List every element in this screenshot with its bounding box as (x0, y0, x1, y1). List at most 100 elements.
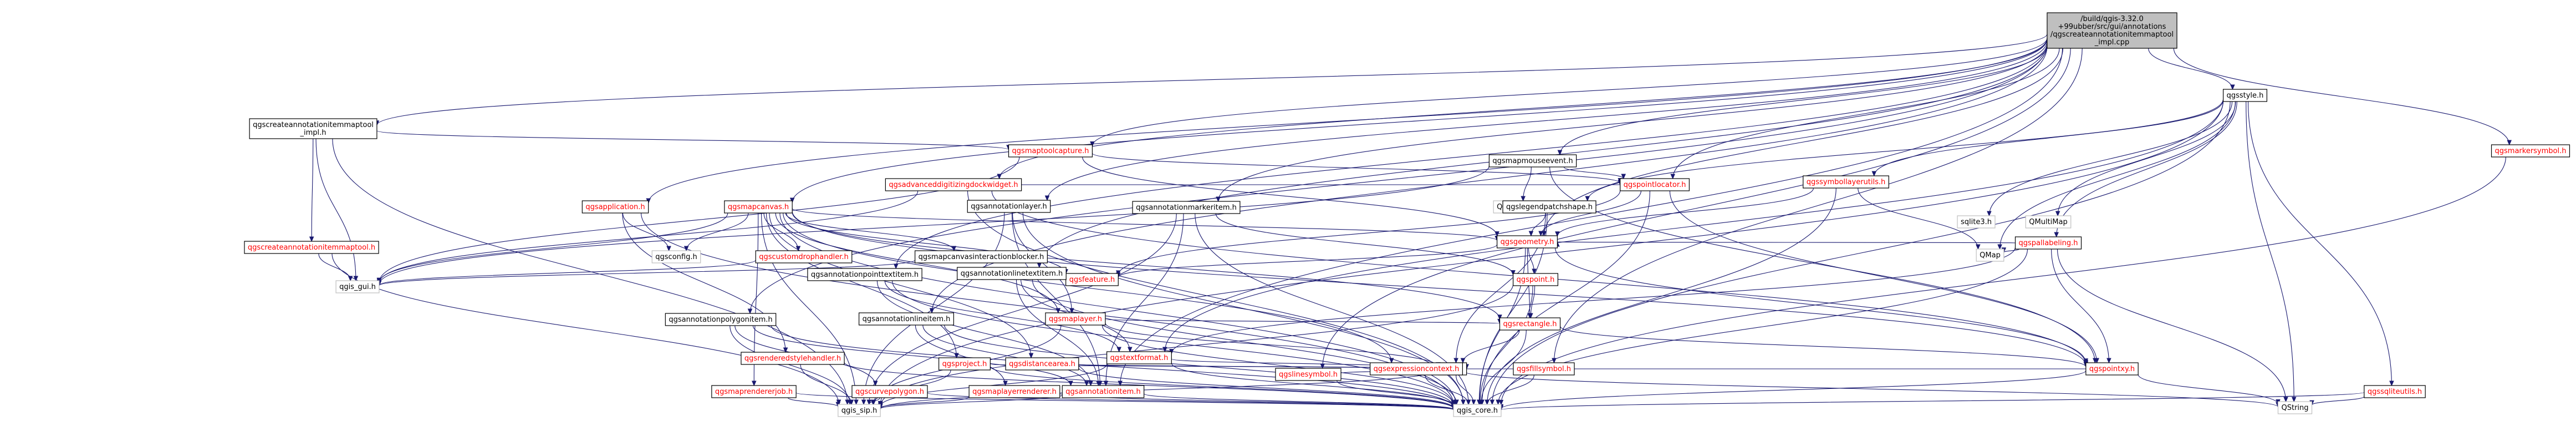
node-qmap: QMap (1976, 248, 2004, 262)
edge-linesymbol-to-qgis_core (1337, 380, 1456, 407)
edge-arrowhead (751, 381, 757, 387)
edge-line (1322, 48, 2071, 369)
node-exprctx[interactable]: qgsexpressioncontext.h (1370, 362, 1463, 376)
node-annomarker[interactable]: qgsannotationmarkeritem.h (1132, 201, 1241, 214)
node-feature[interactable]: qgsfeature.h (1065, 273, 1119, 286)
edge-mapcanvas-to-distancearea (769, 212, 1034, 359)
node-box (335, 280, 380, 293)
node-annoitem[interactable]: qgsannotationitem.h (1062, 385, 1145, 398)
edge-ctool-to-qgis_gui (318, 253, 353, 282)
node-maptoolcapture[interactable]: qgsmaptoolcapture.h (1008, 144, 1093, 158)
node-rendererstyle[interactable]: qgsrenderedstylehandler.h (741, 352, 845, 365)
edge-arrowhead (1460, 358, 1466, 364)
edge-arrowhead (1453, 358, 1458, 364)
edge-arrowhead (1128, 347, 1133, 353)
node-legendpatch[interactable]: qgslegendpatchshape.h (1502, 200, 1596, 214)
node-pointlocator[interactable]: qgspointlocator.h (1620, 178, 1690, 191)
node-linesymbol[interactable]: qgslinesymbol.h (1275, 368, 1341, 381)
edge-arrowhead (1538, 231, 1543, 237)
node-sqliteutils[interactable]: qgssqliteutils.h (2364, 385, 2426, 398)
node-customdrop[interactable]: qgscustomdrophandler.h (755, 250, 853, 263)
edge-point-to-qgis_core (1477, 285, 1533, 405)
edge-line (880, 363, 1108, 407)
node-label: qgsannotationitem.h (1065, 388, 1140, 396)
edge-mapcanvas-to-rectangle (792, 212, 1502, 320)
graph-edges (309, 34, 2512, 411)
node-application[interactable]: qgsapplication.h (581, 200, 649, 214)
node-geometry[interactable]: qgsgeometry.h (1497, 235, 1558, 248)
edge-mapmouseevent-to-pointlocator (1563, 166, 1626, 180)
node-pallabeling[interactable]: qgspallabeling.h (2014, 236, 2082, 250)
node-pointxy[interactable]: qgspointxy.h (2085, 362, 2139, 376)
node-annopolygon[interactable]: qgsannotationpolygonitem.h (665, 313, 777, 326)
node-fillsymbol[interactable]: qgsfillsymbol.h (1513, 362, 1575, 376)
edge-line (1082, 156, 1498, 236)
edge-style-to-pallabeling (2054, 101, 2237, 238)
node-label: qgsmapcanvasinteractionblocker.h (919, 253, 1044, 261)
node-annoline[interactable]: qgsannotationlineitem.h (858, 312, 955, 326)
graph-nodes: /build/qgis-3.32.0+99ubber/src/gui/annot… (244, 12, 2570, 417)
edge-line (876, 280, 1091, 386)
node-curvepolygon[interactable]: qgscurvepolygon.h (851, 385, 928, 398)
edge-line (1999, 101, 2236, 250)
edge-line (752, 325, 1072, 386)
node-label: qgsfeature.h (1069, 276, 1115, 284)
edge-mapcanvas-to-config (683, 212, 749, 252)
edge-pallabeling-to-textformat (1169, 247, 2016, 354)
node-maplayer[interactable]: qgsmaplayer.h (1045, 312, 1106, 326)
node-root[interactable]: /build/qgis-3.32.0+99ubber/src/gui/annot… (2047, 12, 2177, 49)
node-style[interactable]: qgsstyle.h (2222, 89, 2268, 102)
node-mcib[interactable]: qgsmapcanvasinteractionblocker.h (914, 250, 1048, 263)
edge-arrowhead (1490, 399, 1495, 405)
node-config: qgsconfig.h (651, 250, 701, 263)
edge-line (884, 280, 1120, 352)
node-textformat[interactable]: qgstextformat.h (1106, 351, 1172, 364)
node-symlayerutils[interactable]: qgssymbollayerutils.h (1803, 175, 1889, 189)
edge-line (1480, 285, 1533, 405)
edge-ctool_impl-to-ctool (309, 138, 314, 242)
node-annolayer[interactable]: qgsannotationlayer.h (967, 200, 1051, 213)
edge-legendpatch-to-geometry (1528, 212, 1546, 237)
node-box (838, 404, 881, 417)
node-ctool_impl[interactable]: qgscreateannotationitemmaptool_impl.h (249, 118, 378, 139)
edge-line (686, 212, 749, 251)
edge-line (1016, 279, 1099, 386)
edge-arrowhead (1494, 231, 1499, 237)
node-annopointtext[interactable]: qgsannotationpointtextitem.h (807, 268, 922, 281)
node-ctool[interactable]: qgscreateannotationitemmaptool.h (244, 241, 379, 254)
node-maplayerrenderer[interactable]: qgsmaplayerrenderer.h (968, 385, 1060, 398)
node-mapmouseevent[interactable]: qgsmapmouseevent.h (1488, 154, 1577, 168)
node-box (1513, 362, 1575, 376)
edge-line (800, 364, 852, 405)
edge-line (1672, 48, 2060, 179)
node-qgis_gui: qgis_gui.h (335, 280, 380, 293)
node-rectangle[interactable]: qgsrectangle.h (1499, 317, 1561, 331)
node-distancearea[interactable]: qgsdistancearea.h (1005, 357, 1079, 371)
edge-line (1559, 45, 2048, 155)
edge-line (379, 190, 919, 283)
edge-arrowhead (1003, 381, 1008, 387)
edge-arrowhead (1532, 268, 1537, 275)
edge-geometry-to-point (1528, 247, 1537, 275)
node-label: qgsapplication.h (585, 203, 645, 211)
edge-arrowhead (666, 246, 671, 252)
edge-root-to-fillsymbol (1552, 48, 2083, 364)
edge-arrowhead (1555, 231, 1560, 237)
node-box (1062, 385, 1145, 398)
edge-arrowhead (1670, 174, 1675, 180)
node-mapcanvas[interactable]: qgsmapcanvas.h (724, 200, 793, 214)
node-label: qgssqliteutils.h (2368, 388, 2422, 396)
edge-line (880, 100, 2224, 406)
edge-arrowhead (353, 276, 359, 282)
node-advdock[interactable]: qgsadvanceddigitizingdockwidget.h (885, 178, 1022, 191)
node-annolinetext[interactable]: qgsannotationlinetextitem.h (957, 267, 1067, 280)
node-markersymbol[interactable]: qgsmarkersymbol.h (2491, 144, 2570, 158)
edge-arrowhead (1451, 400, 1456, 407)
node-project[interactable]: qgsproject.h (938, 357, 991, 371)
edge-arrowhead (1389, 358, 1394, 364)
node-box (858, 312, 955, 326)
edge-line (869, 213, 1177, 405)
node-maprendererjob[interactable]: qgsmaprendererjob.h (711, 385, 797, 398)
edge-annoline-to-maplayerrenderer (915, 324, 1008, 387)
node-point[interactable]: qgspoint.h (1512, 273, 1559, 286)
